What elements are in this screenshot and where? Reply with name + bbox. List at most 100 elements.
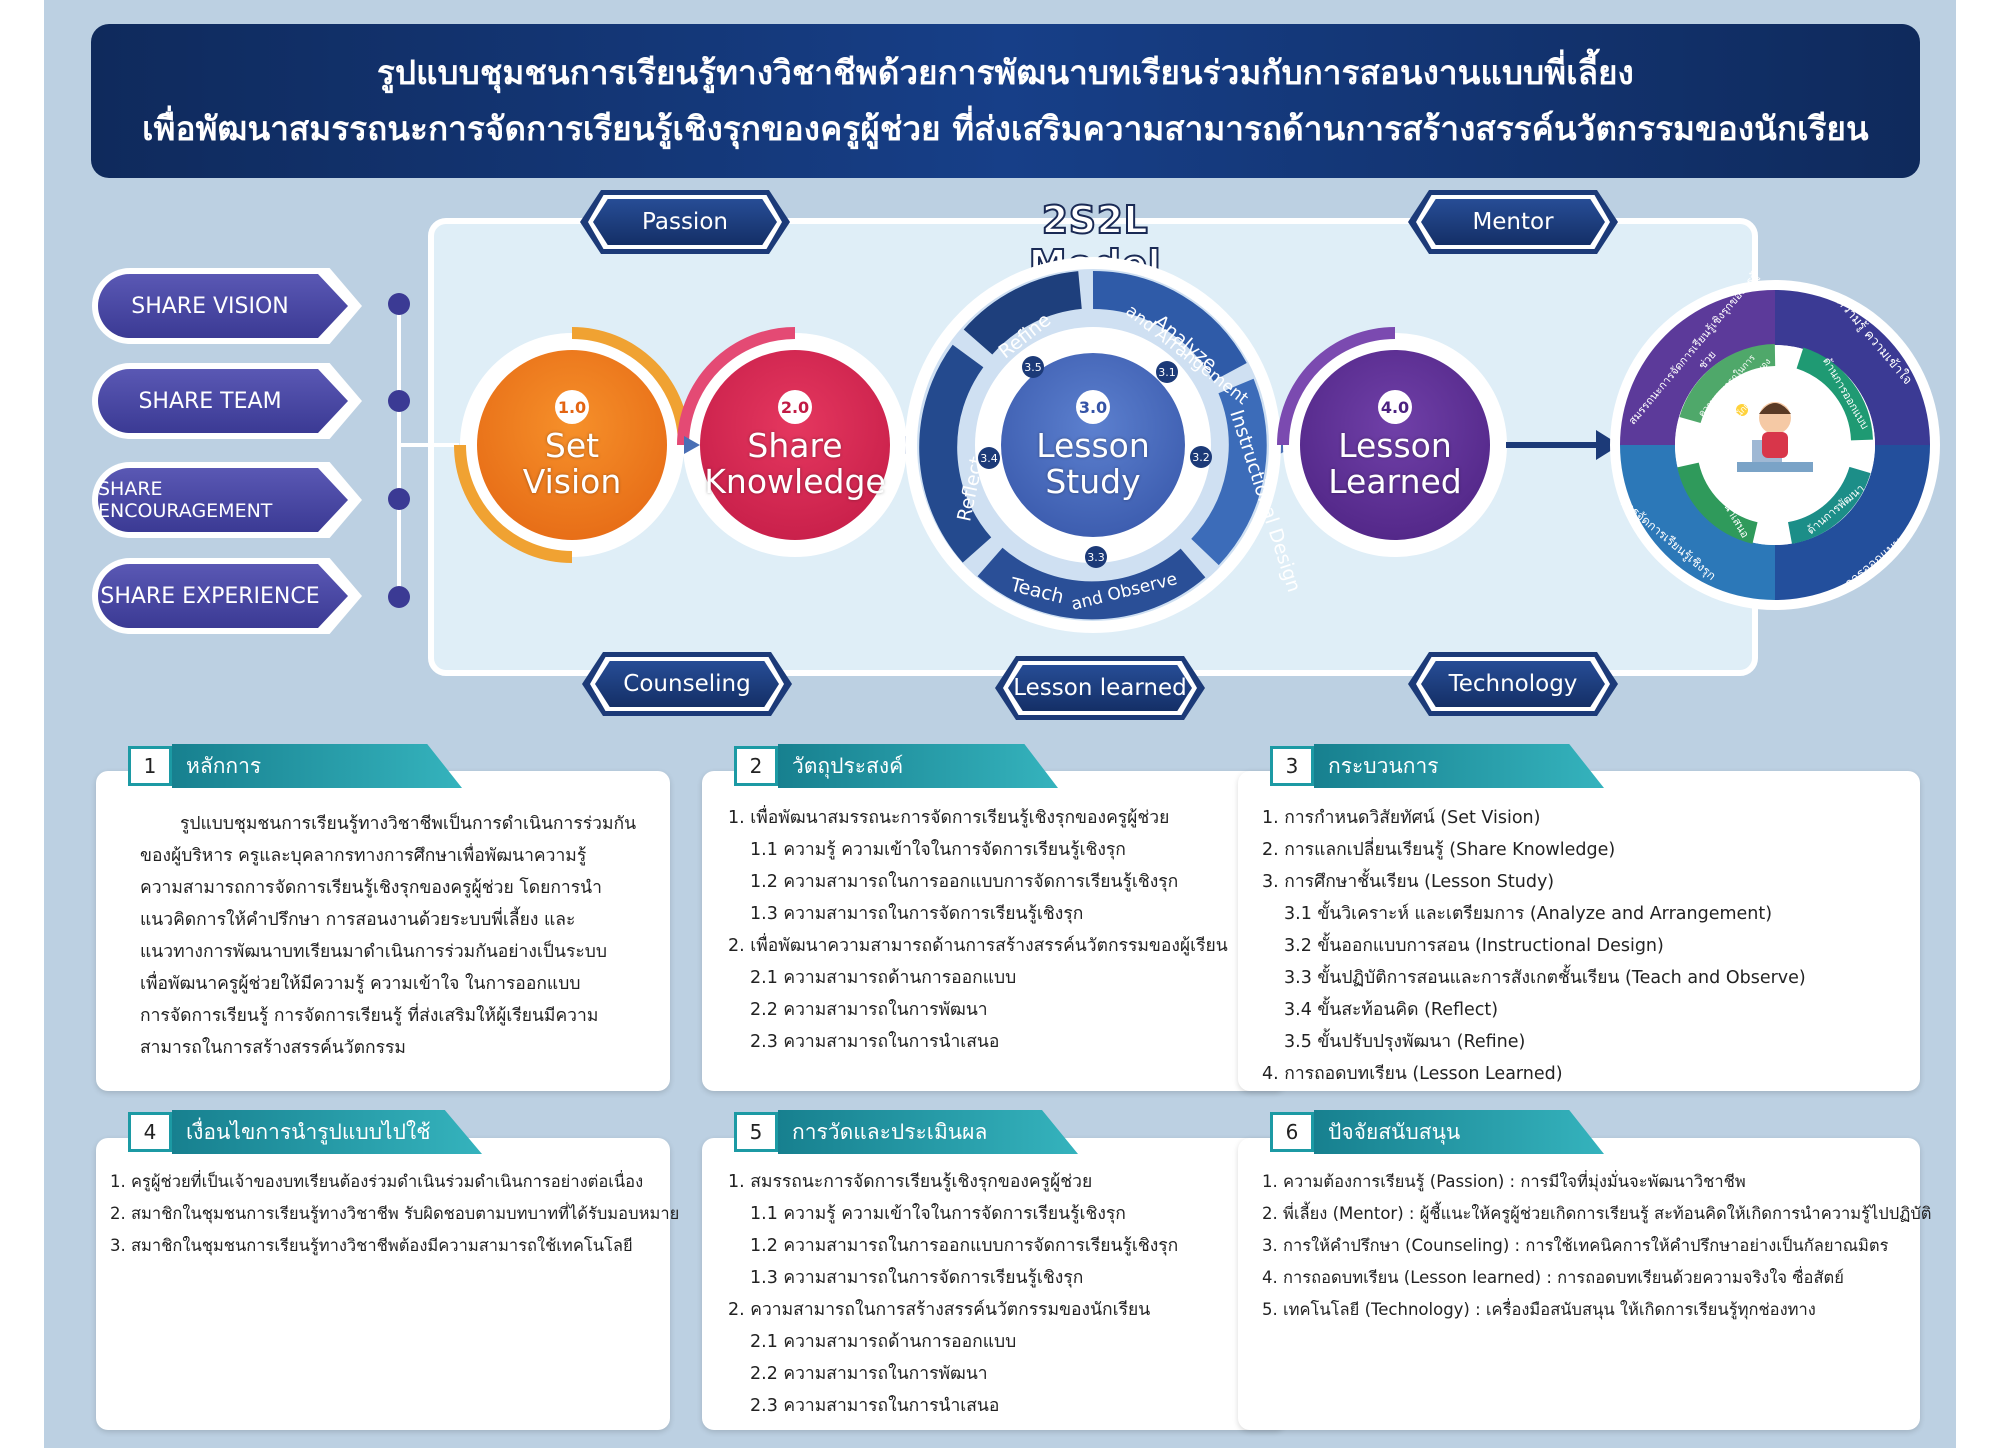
list-item: 2. การแลกเปลี่ยนเรียนรู้ (Share Knowledg… bbox=[1262, 840, 1616, 860]
list-item: 2. สมาชิกในชุมชนการเรียนรู้ทางวิชาชีพ รั… bbox=[110, 1204, 680, 1223]
step-share-knowledge: 2.0 Share Knowledge bbox=[700, 350, 890, 540]
list-item: 2.1 ความสามารถด้านการออกแบบ bbox=[750, 1332, 1017, 1352]
title-line-1: รูปแบบชุมชนการเรียนรู้ทางวิชาชีพด้วยการพ… bbox=[377, 53, 1634, 92]
section-tab-4: 4 เงื่อนไขการนำรูปแบบไปใช้ bbox=[128, 1110, 482, 1154]
step-label-line2: Knowledge bbox=[704, 462, 886, 501]
substep-number: 3.5 bbox=[1022, 356, 1044, 378]
section-tab-2: 2 วัตถุประสงค์ bbox=[734, 744, 1058, 788]
share-team-label: SHARE TEAM bbox=[98, 369, 348, 433]
list-item: 2.2 ความสามารถในการพัฒนา bbox=[750, 1000, 988, 1020]
substep-number: 3.3 bbox=[1085, 546, 1107, 568]
list-item: 1. การกำหนดวิสัยทัศน์ (Set Vision) bbox=[1262, 808, 1541, 828]
label-technology: Technology bbox=[1408, 652, 1618, 716]
share-encouragement-label: SHARE ENCOURAGEMENT bbox=[98, 468, 348, 532]
label-counseling: Counseling bbox=[582, 652, 792, 716]
label-passion: Passion bbox=[580, 190, 790, 254]
list-item: 1. เพื่อพัฒนาสมรรถนะการจัดการเรียนรู้เชิ… bbox=[728, 808, 1170, 828]
label-technology-text: Technology bbox=[1421, 661, 1605, 707]
section-number: 4 bbox=[128, 1112, 172, 1152]
list-item: 4. การถอดบทเรียน (Lesson Learned) bbox=[1262, 1064, 1563, 1084]
share-experience-pill: SHARE EXPERIENCE bbox=[92, 558, 362, 634]
section-number: 3 bbox=[1270, 746, 1314, 786]
list-item: 2. เพื่อพัฒนาความสามารถด้านการสร้างสรรค์… bbox=[728, 936, 1228, 956]
list-item: 1.3 ความสามารถในการจัดการเรียนรู้เชิงรุก bbox=[750, 1268, 1084, 1288]
share-vision-label: SHARE VISION bbox=[98, 274, 348, 338]
step-number: 3.0 bbox=[1076, 390, 1110, 424]
list-item: 1.1 ความรู้ ความเข้าใจในการจัดการเรียนรู… bbox=[750, 840, 1126, 860]
section-title: เงื่อนไขการนำรูปแบบไปใช้ bbox=[172, 1110, 482, 1154]
connector-dot bbox=[388, 488, 410, 510]
list-item: 2.1 ความสามารถด้านการออกแบบ bbox=[750, 968, 1017, 988]
arrow-to-outcome bbox=[1596, 430, 1620, 460]
list-item: 1. ความต้องการเรียนรู้ (Passion) : การมี… bbox=[1262, 1172, 1746, 1191]
label-mentor: Mentor bbox=[1408, 190, 1618, 254]
section-tab-1: 1 หลักการ bbox=[128, 744, 462, 788]
section-title: วัตถุประสงค์ bbox=[778, 744, 1058, 788]
paragraph-line: การจัดการเรียนรู้ การจัดการเรียนรู้ ที่ส… bbox=[140, 1006, 599, 1026]
label-lesson-learned-text: Lesson learned bbox=[1008, 665, 1192, 711]
paragraph-line: ของผู้บริหาร ครูและบุคลากรทางการศึกษาเพื… bbox=[140, 846, 587, 866]
section-card-objectives bbox=[702, 771, 1286, 1091]
label-counseling-text: Counseling bbox=[595, 661, 779, 707]
list-item: 3.2 ขั้นออกแบบการสอน (Instructional Desi… bbox=[1284, 936, 1664, 956]
list-item: 3.1 ขั้นวิเคราะห์ และเตรียมการ (Analyze … bbox=[1284, 904, 1773, 924]
list-item: 1.1 ความรู้ ความเข้าใจในการจัดการเรียนรู… bbox=[750, 1204, 1126, 1224]
share-vision-pill: SHARE VISION bbox=[92, 268, 362, 344]
step-lesson-learned: 4.0 Lesson Learned bbox=[1300, 350, 1490, 540]
list-item: 2. ความสามารถในการสร้างสรรค์นวัตกรรมของน… bbox=[728, 1300, 1151, 1320]
substep-number: 3.4 bbox=[978, 447, 1000, 469]
list-item: 2.3 ความสามารถในการนำเสนอ bbox=[750, 1032, 1000, 1052]
list-item: 3. สมาชิกในชุมชนการเรียนรู้ทางวิชาชีพต้อ… bbox=[110, 1236, 633, 1255]
connector-dot bbox=[388, 586, 410, 608]
list-item: 3. การให้คำปรึกษา (Counseling) : การใช้เ… bbox=[1262, 1236, 1889, 1255]
section-card-evaluation bbox=[702, 1138, 1286, 1430]
title-line-2: เพื่อพัฒนาสมรรถนะการจัดการเรียนรู้เชิงรุ… bbox=[142, 109, 1869, 148]
list-item: 3. การศึกษาชั้นเรียน (Lesson Study) bbox=[1262, 872, 1555, 892]
substep-number: 3.1 bbox=[1156, 361, 1178, 383]
section-number: 2 bbox=[734, 746, 778, 786]
title-banner: รูปแบบชุมชนการเรียนรู้ทางวิชาชีพด้วยการพ… bbox=[91, 24, 1920, 178]
step-label-line1: Set bbox=[544, 426, 600, 465]
section-tab-5: 5 การวัดและประเมินผล bbox=[734, 1110, 1078, 1154]
list-item: 5. เทคโนโลยี (Technology) : เครื่องมือสน… bbox=[1262, 1300, 1816, 1319]
section-body: 1. การกำหนดวิสัยทัศน์ (Set Vision) 2. การ… bbox=[1262, 802, 1912, 1090]
list-item: 4. การถอดบทเรียน (Lesson learned) : การถ… bbox=[1262, 1268, 1844, 1287]
list-item: 2.3 ความสามารถในการนำเสนอ bbox=[750, 1396, 1000, 1416]
section-tab-3: 3 กระบวนการ bbox=[1270, 744, 1604, 788]
share-encouragement-pill: SHARE ENCOURAGEMENT bbox=[92, 462, 362, 538]
section-title: กระบวนการ bbox=[1314, 744, 1604, 788]
paragraph-line: แนวคิดการให้คำปรึกษา การสอนงานด้วยระบบพี… bbox=[140, 910, 576, 930]
substep-number: 3.2 bbox=[1190, 446, 1212, 468]
step-label-line2: Learned bbox=[1328, 462, 1462, 501]
section-card-conditions bbox=[96, 1138, 670, 1430]
list-item: 1. ครูผู้ช่วยที่เป็นเจ้าของบทเรียนต้องร่… bbox=[110, 1172, 644, 1191]
connector-dot bbox=[388, 293, 410, 315]
section-body: 1. สมรรถนะการจัดการเรียนรู้เชิงรุกของครู… bbox=[728, 1166, 1278, 1422]
list-item: 1.3 ความสามารถในการจัดการเรียนรู้เชิงรุก bbox=[750, 904, 1084, 924]
step-number: 1.0 bbox=[555, 390, 589, 424]
step-set-vision: 1.0 Set Vision bbox=[477, 350, 667, 540]
section-number: 1 bbox=[128, 746, 172, 786]
section-body: 1. ครูผู้ช่วยที่เป็นเจ้าของบทเรียนต้องร่… bbox=[110, 1166, 680, 1262]
list-item: 2.2 ความสามารถในการพัฒนา bbox=[750, 1364, 988, 1384]
step-label-line2: Vision bbox=[522, 462, 622, 501]
share-experience-label: SHARE EXPERIENCE bbox=[98, 564, 348, 628]
lesson-study-segments bbox=[919, 270, 1267, 620]
paragraph-line: รูปแบบชุมชนการเรียนรู้ทางวิชาชีพเป็นการด… bbox=[180, 814, 637, 834]
connector-dot bbox=[388, 390, 410, 412]
section-number: 5 bbox=[734, 1112, 778, 1152]
paragraph-line: สามารถในการสร้างสรรค์นวัตกรรม bbox=[140, 1038, 406, 1058]
section-card-principle bbox=[96, 771, 670, 1091]
label-passion-text: Passion bbox=[593, 199, 777, 245]
step-number: 2.0 bbox=[778, 390, 812, 424]
step-lesson-study: 3.0 Lesson Study bbox=[1001, 353, 1185, 537]
label-lesson-learned: Lesson learned bbox=[995, 656, 1205, 720]
step-number: 4.0 bbox=[1378, 390, 1412, 424]
list-item: 1.2 ความสามารถในการออกแบบการจัดการเรียนร… bbox=[750, 1236, 1179, 1256]
section-body: 1. เพื่อพัฒนาสมรรถนะการจัดการเรียนรู้เชิ… bbox=[728, 802, 1278, 1058]
step-label-line1: Lesson bbox=[1036, 426, 1150, 465]
paragraph-line: ความสามารถการจัดการเรียนรู้เชิงรุกของครู… bbox=[140, 878, 602, 898]
section-card-process bbox=[1238, 771, 1920, 1091]
share-team-pill: SHARE TEAM bbox=[92, 363, 362, 439]
section-title: การวัดและประเมินผล bbox=[778, 1110, 1078, 1154]
